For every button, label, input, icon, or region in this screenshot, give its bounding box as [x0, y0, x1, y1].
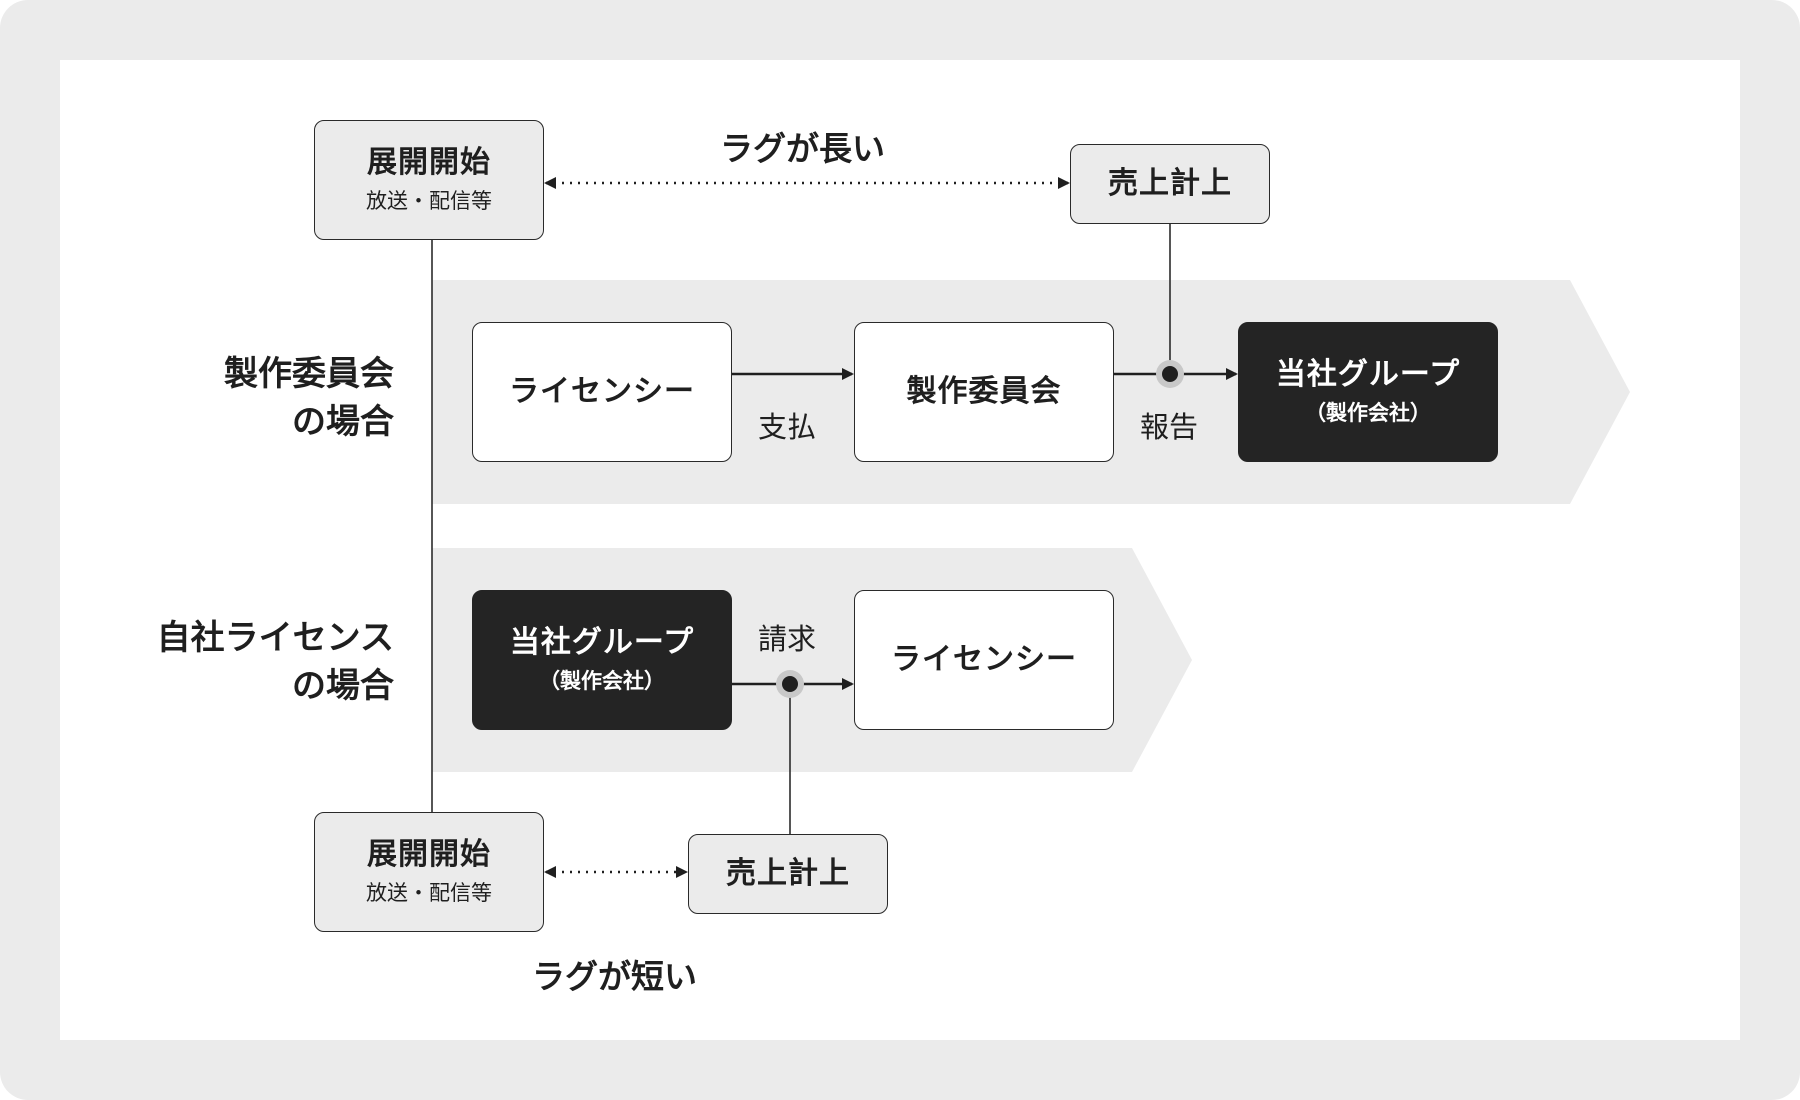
self-license-row-label-line1: 自社ライセンス	[156, 618, 394, 658]
report-label: 報告	[1140, 410, 1199, 444]
self-license-row-label-line2: の場合	[292, 666, 394, 706]
self-license-row-label: 自社ライセンス の場合	[157, 614, 394, 710]
invoice-label: 請求	[758, 622, 817, 656]
committee-row-label: 製作委員会 の場合	[224, 350, 394, 446]
top-start-subtitle: 放送・配信等	[366, 189, 492, 214]
self-licensee-label: ライセンシー	[891, 642, 1077, 677]
top-revenue-label: 売上計上	[1108, 166, 1232, 201]
committee-label: 製作委員会	[906, 374, 1062, 409]
committee-box: 製作委員会	[854, 322, 1114, 462]
pay-label: 支払	[758, 410, 817, 444]
self-group-subtitle: （製作会社）	[539, 669, 665, 694]
bottom-start-subtitle: 放送・配信等	[366, 881, 492, 906]
bottom-start-title: 展開開始	[367, 837, 491, 873]
top-start-box: 展開開始 放送・配信等	[314, 120, 544, 240]
committee-row-label-line2: の場合	[292, 402, 394, 442]
report-node	[1162, 366, 1178, 382]
top-start-title: 展開開始	[367, 145, 491, 181]
self-group-box: 当社グループ （製作会社）	[472, 590, 732, 730]
short-lag-label: ラグが短い	[532, 957, 697, 996]
committee-group-box: 当社グループ （製作会社）	[1238, 322, 1498, 462]
committee-row-label-line1: 製作委員会	[224, 354, 394, 394]
invoice-node	[782, 676, 798, 692]
committee-group-title: 当社グループ	[1275, 357, 1461, 393]
bottom-start-box: 展開開始 放送・配信等	[314, 812, 544, 932]
self-licensee-box: ライセンシー	[854, 590, 1114, 730]
bottom-revenue-label: 売上計上	[726, 856, 850, 891]
self-group-title: 当社グループ	[509, 625, 695, 661]
top-revenue-box: 売上計上	[1070, 144, 1270, 224]
committee-licensee-box: ライセンシー	[472, 322, 732, 462]
bottom-revenue-box: 売上計上	[688, 834, 888, 914]
long-lag-label: ラグが長い	[720, 129, 885, 168]
committee-licensee-label: ライセンシー	[509, 374, 695, 409]
committee-group-subtitle: （製作会社）	[1305, 401, 1431, 426]
